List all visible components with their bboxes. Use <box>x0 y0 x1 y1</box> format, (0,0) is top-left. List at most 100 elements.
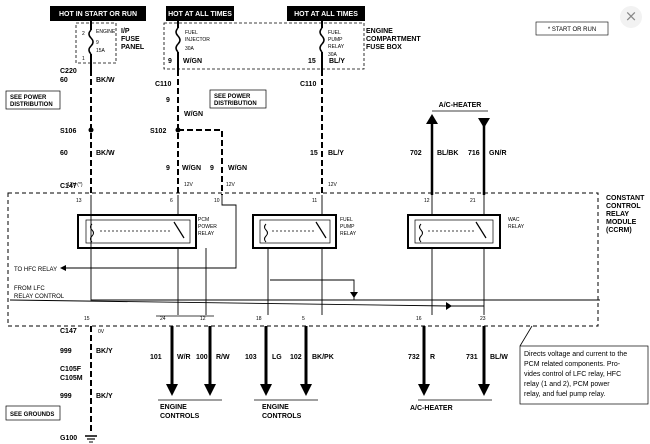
engine-box-label-1: ENGINE <box>366 28 393 35</box>
conn-c147-bot: C147 <box>60 328 77 335</box>
wire-9a: 9 <box>166 97 170 104</box>
wac-relay <box>407 214 501 249</box>
pin-10: 10 <box>214 198 220 204</box>
wire-101-col: W/R <box>177 354 191 361</box>
conn-s102: S102 <box>150 128 166 135</box>
ccrm-label-4: MODULE <box>606 219 637 226</box>
see-power-1-l2: DISTRIBUTION <box>10 102 53 108</box>
ip-fuse-label: ENGINE <box>96 29 116 35</box>
pin-5: 5 <box>302 316 305 322</box>
ccrm-label-2: CONTROL <box>606 203 641 210</box>
conn-c147-top: C147 <box>60 183 77 190</box>
ccrm-module <box>7 192 599 327</box>
banner-hot-all-times-1-text: HOT AT ALL TIMES <box>168 11 232 18</box>
wire-999a-col: BK/Y <box>96 348 113 355</box>
fuse2-wire: BL/Y <box>329 58 345 65</box>
note-start-run-box <box>535 21 609 36</box>
fuse1-pin: 9 <box>168 58 172 65</box>
fuse1-l2: INJECTOR <box>185 37 210 43</box>
ac-heater-top: A/C-HEATER <box>439 102 482 109</box>
v12-a: 12V <box>184 182 194 188</box>
wire-100: 100 <box>196 354 208 361</box>
wire-9c-col: W/GN <box>228 165 247 172</box>
engine-controls-2-l1: ENGINE <box>262 404 289 411</box>
note-line-1: Directs voltage and current to the <box>524 351 627 358</box>
ip-pin-top: 2 <box>82 31 85 37</box>
fuse2-l2: PUMP <box>328 37 343 43</box>
wire-9c: 9 <box>210 165 214 172</box>
see-power-box-1[interactable] <box>5 90 61 110</box>
pin-21: 21 <box>470 198 476 204</box>
note-start-run: * START OR RUN <box>548 27 596 33</box>
wire-15-col: BL/Y <box>328 150 344 157</box>
ip-pin-bottom: 1 <box>82 56 85 62</box>
see-power-box-2[interactable] <box>209 89 267 109</box>
v12-star: 12V (*) <box>67 182 83 188</box>
close-icon: × <box>624 7 638 25</box>
note-line-2: PCM related components. Pro- <box>524 361 621 368</box>
wire-9b: 9 <box>166 165 170 172</box>
to-hfc-relay: TO HFC RELAY <box>14 267 57 273</box>
wire-731: 731 <box>466 354 478 361</box>
pin-15: 15 <box>84 316 90 322</box>
wire-103: 103 <box>245 354 257 361</box>
wire-102-col: BK/PK <box>312 354 334 361</box>
wire-999b-col: BK/Y <box>96 393 113 400</box>
see-grounds-box[interactable] <box>5 405 61 421</box>
wire-732-col: R <box>430 354 435 361</box>
from-lfc-2: RELAY CONTROL <box>14 294 65 300</box>
engine-controls-2-l2: CONTROLS <box>262 413 302 420</box>
fuel-pump-relay <box>252 214 337 249</box>
ccrm-label-1: CONSTANT <box>606 195 645 202</box>
see-power-1-l1: SEE POWER <box>10 95 47 101</box>
banner-hot-all-times-2-text: HOT AT ALL TIMES <box>294 11 358 18</box>
wire-999b: 999 <box>60 393 72 400</box>
ip-fuse-amp: 15A <box>96 48 106 54</box>
ip-label-3: PANEL <box>121 44 145 51</box>
banner-hot-all-times-1 <box>166 6 234 21</box>
from-lfc-1: FROM LFC <box>14 286 45 292</box>
ip-label-2: FUSE <box>121 36 140 43</box>
pin-18: 18 <box>256 316 262 322</box>
splice-s102 <box>175 127 181 133</box>
wire-9a-col: W/GN <box>184 111 203 118</box>
ip-fuse-panel-box <box>75 22 117 64</box>
pin-12: 12 <box>424 198 430 204</box>
wac-l1: WAC <box>508 217 520 223</box>
wire-60b: 60 <box>60 150 68 157</box>
v12-b: 12V <box>226 182 236 188</box>
wire-60a-col: BK/W <box>96 77 115 84</box>
pcm-l1: PCM <box>198 217 209 223</box>
pin-12b: 12 <box>200 316 206 322</box>
note-line-4: relay (1 and 2), PCM power <box>524 381 610 388</box>
see-power-2-l1: SEE POWER <box>214 94 251 100</box>
splice-s106 <box>88 127 94 133</box>
engine-fuse-box <box>163 22 365 70</box>
wire-731-col: BL/W <box>490 354 508 361</box>
see-power-2-l2: DISTRIBUTION <box>214 101 257 107</box>
pcm-l2: POWER <box>198 224 217 230</box>
pin-13: 13 <box>76 198 82 204</box>
ccrm-label-3: RELAY <box>606 211 629 218</box>
wire-9b-col: W/GN <box>182 165 201 172</box>
wire-101: 101 <box>150 354 162 361</box>
wire-702-col: BL/BK <box>437 150 458 157</box>
ip-fuse-num: 9 <box>96 40 99 46</box>
fuse2-l1: FUEL <box>328 30 341 36</box>
pcm-l3: RELAY <box>198 231 215 237</box>
conn-c110-a: C110 <box>155 81 171 88</box>
conn-c220: C220 <box>60 68 77 75</box>
wire-732: 732 <box>408 354 420 361</box>
wire-702: 702 <box>410 150 422 157</box>
engine-controls-1-l1: ENGINE <box>160 404 187 411</box>
ip-label-1: I/P <box>121 28 130 35</box>
wire-100-col: R/W <box>216 354 230 361</box>
engine-controls-1-l2: CONTROLS <box>160 413 200 420</box>
wire-716-col: GN/R <box>489 150 507 157</box>
wire-102: 102 <box>290 354 302 361</box>
close-button[interactable]: × <box>620 6 642 28</box>
v12-c: 12V <box>328 182 338 188</box>
ac-heater-bottom: A/C-HEATER <box>410 405 453 412</box>
fuel-l1: FUEL <box>340 217 353 223</box>
